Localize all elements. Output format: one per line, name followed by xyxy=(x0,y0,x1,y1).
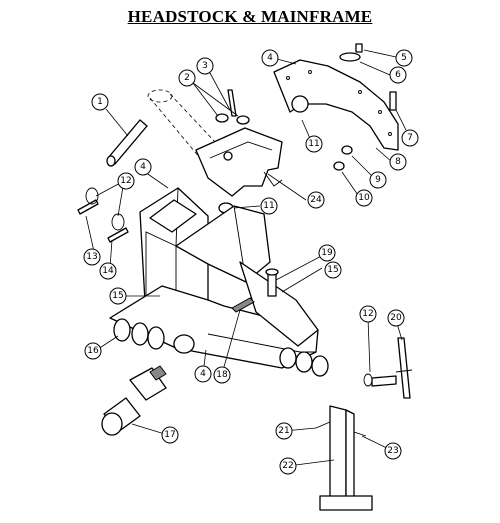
callout-4-bottom: 4 xyxy=(194,365,212,383)
callout-1: 1 xyxy=(91,93,109,111)
headstock-bracket xyxy=(195,127,283,197)
mainframe xyxy=(109,187,329,377)
callout-20: 20 xyxy=(387,309,405,327)
callout-12-left: 12 xyxy=(117,172,135,190)
svg-text:23: 23 xyxy=(387,446,398,456)
svg-text:17: 17 xyxy=(164,430,175,440)
svg-text:9: 9 xyxy=(375,175,381,185)
callout-6: 6 xyxy=(389,66,407,84)
svg-text:7: 7 xyxy=(407,133,413,143)
svg-text:14: 14 xyxy=(102,266,114,276)
callout-13: 13 xyxy=(83,248,101,266)
svg-text:16: 16 xyxy=(87,346,99,356)
callout-2: 2 xyxy=(178,69,196,87)
callout-3: 3 xyxy=(196,57,214,75)
callout-4-left: 4 xyxy=(134,158,152,176)
svg-text:1: 1 xyxy=(97,97,103,107)
callout-19: 19 xyxy=(318,244,336,262)
callout-7: 7 xyxy=(401,129,419,147)
jack-leg-part xyxy=(101,365,167,436)
callout-9: 9 xyxy=(369,171,387,189)
svg-text:3: 3 xyxy=(202,61,208,71)
svg-text:4: 4 xyxy=(140,162,146,172)
drawbar-pin xyxy=(363,337,413,399)
svg-text:15: 15 xyxy=(112,291,123,301)
fasteners-right xyxy=(333,43,397,171)
svg-text:19: 19 xyxy=(321,248,333,258)
svg-text:10: 10 xyxy=(358,193,370,203)
callout-14: 14 xyxy=(99,262,117,280)
svg-text:2: 2 xyxy=(184,73,190,83)
svg-text:5: 5 xyxy=(401,53,407,63)
callout-23: 23 xyxy=(384,442,402,460)
pin-part xyxy=(106,119,148,167)
svg-text:21: 21 xyxy=(278,426,289,436)
callout-21: 21 xyxy=(275,422,293,440)
callout-17: 17 xyxy=(161,426,179,444)
svg-text:4: 4 xyxy=(267,53,273,63)
svg-text:20: 20 xyxy=(390,313,402,323)
parking-stand xyxy=(315,405,373,511)
svg-text:8: 8 xyxy=(395,157,401,167)
shield-plate xyxy=(273,59,399,151)
callout-4-top: 4 xyxy=(261,49,279,67)
callout-8: 8 xyxy=(389,153,407,171)
callout-15-left: 15 xyxy=(109,287,127,305)
svg-text:4: 4 xyxy=(200,369,206,379)
callout-11-left: 11 xyxy=(260,197,278,215)
callout-12-right: 12 xyxy=(359,305,377,323)
linch-pins xyxy=(77,187,129,243)
callout-24: 24 xyxy=(307,191,325,209)
svg-text:11: 11 xyxy=(308,139,319,149)
svg-text:15: 15 xyxy=(327,265,338,275)
callout-16: 16 xyxy=(84,342,102,360)
svg-text:13: 13 xyxy=(86,252,97,262)
callout-18: 18 xyxy=(213,366,231,384)
svg-text:6: 6 xyxy=(395,70,401,80)
svg-text:22: 22 xyxy=(282,461,293,471)
svg-text:18: 18 xyxy=(216,370,228,380)
washers-nuts xyxy=(215,89,250,214)
callout-22: 22 xyxy=(279,457,297,475)
callout-15-right: 15 xyxy=(324,261,342,279)
svg-text:12: 12 xyxy=(362,309,373,319)
svg-text:12: 12 xyxy=(120,176,131,186)
svg-text:24: 24 xyxy=(310,195,322,205)
diagram-title: HEADSTOCK & MAINFRAME xyxy=(127,7,373,26)
svg-text:11: 11 xyxy=(263,201,274,211)
callout-11-right: 11 xyxy=(305,135,323,153)
callout-10: 10 xyxy=(355,189,373,207)
callout-5: 5 xyxy=(395,49,413,67)
